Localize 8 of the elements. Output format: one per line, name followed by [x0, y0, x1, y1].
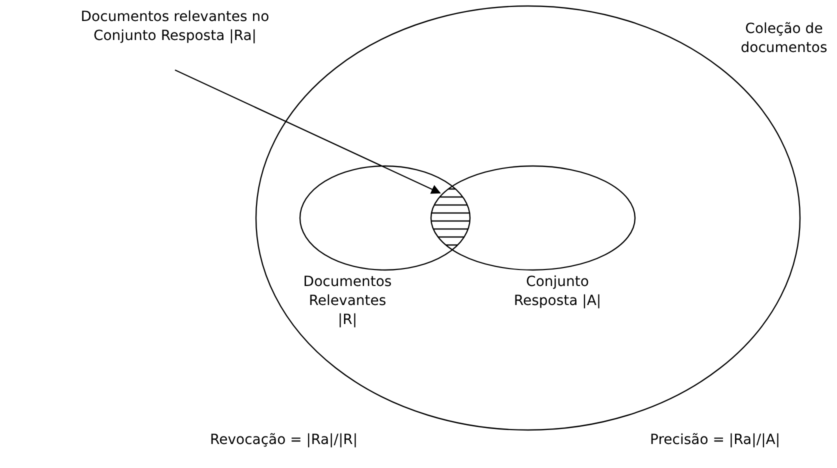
formula-text: Revocação = |Ra|/|R| — [210, 432, 358, 448]
annotation-text: Documentos relevantes no Conjunto Resposta |Ra| — [80, 8, 270, 68]
set-label: Conjunto Resposta |A| — [512, 273, 602, 311]
set-ellipse — [300, 165, 470, 330]
leader-arrow — [174, 69, 441, 194]
formula-text: Precisão = |Ra|/|A| — [650, 432, 780, 448]
set-label: Documentos Relevantes |R| — [302, 273, 393, 330]
set-label: Coleção de documentos — [740, 20, 828, 58]
